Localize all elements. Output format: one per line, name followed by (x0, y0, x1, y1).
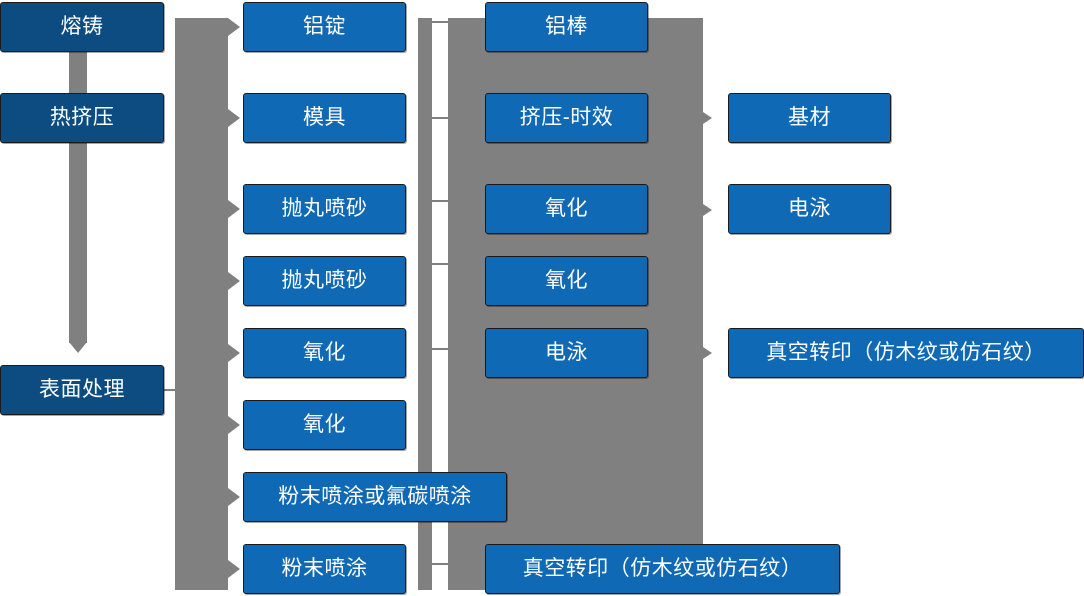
trunk-arrow-to-p7 (228, 488, 240, 506)
node-label: 熔铸 (60, 15, 104, 39)
trunk-arrow-to-p3 (228, 200, 240, 218)
node-shot-blasting-1[interactable]: 抛丸喷砂 (243, 184, 406, 234)
trunk-arrow-to-p2 (228, 109, 240, 127)
node-vacuum-transfer-2[interactable]: 真空转印（仿木纹或仿石纹） (728, 328, 1084, 378)
collector-tick-5 (432, 348, 452, 350)
node-surface-treatment[interactable]: 表面处理 (0, 365, 164, 415)
collector-tick-4 (432, 263, 452, 265)
node-label: 氧化 (545, 269, 588, 293)
block-arrow-to-vacuum-transfer (703, 347, 712, 359)
collector-tick-3 (432, 200, 452, 202)
node-shot-blasting-2[interactable]: 抛丸喷砂 (243, 256, 406, 306)
collector-tick-6 (432, 563, 452, 565)
node-oxidation-2[interactable]: 氧化 (243, 400, 406, 450)
collector-tick-2 (432, 117, 452, 119)
node-electrophoresis-2[interactable]: 电泳 (728, 184, 891, 234)
collector-tick-1 (432, 21, 452, 23)
node-label: 挤压-时效 (519, 106, 614, 130)
node-label: 铝锭 (303, 15, 346, 39)
node-label: 电泳 (545, 341, 588, 365)
block-arrow-to-substrate (703, 112, 712, 124)
surface-treatment-to-trunk-line (164, 389, 188, 391)
node-powder-or-fluorocarbon-coating[interactable]: 粉末喷涂或氟碳喷涂 (243, 472, 507, 522)
node-label: 粉末喷涂 (281, 557, 368, 581)
node-label: 氧化 (303, 413, 346, 437)
node-label: 真空转印（仿木纹或仿石纹） (522, 557, 803, 581)
node-aluminum-ingot[interactable]: 铝锭 (243, 2, 406, 52)
trunk-arrow-to-p1 (228, 18, 240, 36)
node-label: 氧化 (303, 341, 346, 365)
trunk-arrow-to-p5 (228, 344, 240, 362)
node-substrate[interactable]: 基材 (728, 93, 891, 143)
node-extrusion-aging[interactable]: 挤压-时效 (485, 93, 648, 143)
block-arrow-to-electrophoresis (703, 204, 712, 216)
node-aluminum-bar[interactable]: 铝棒 (485, 2, 648, 52)
node-vacuum-transfer-1[interactable]: 真空转印（仿木纹或仿石纹） (485, 544, 840, 594)
node-label: 电泳 (788, 197, 831, 221)
node-oxidation-3[interactable]: 氧化 (485, 184, 648, 234)
trunk-stub-to-surface-treatment (69, 18, 87, 343)
node-hot-extrusion[interactable]: 热挤压 (0, 93, 164, 143)
node-label: 基材 (788, 106, 831, 130)
node-mold[interactable]: 模具 (243, 93, 406, 143)
left-trunk-bar (175, 18, 228, 590)
node-label: 表面处理 (39, 378, 125, 402)
node-label: 热挤压 (49, 106, 115, 130)
node-electrophoresis-1[interactable]: 电泳 (485, 328, 648, 378)
node-label: 氧化 (545, 197, 588, 221)
node-oxidation-1[interactable]: 氧化 (243, 328, 406, 378)
node-label: 真空转印（仿木纹或仿石纹） (766, 341, 1046, 365)
node-label: 铝棒 (545, 15, 588, 39)
trunk-arrow-to-p4 (228, 272, 240, 290)
node-label: 模具 (303, 106, 346, 130)
trunk-arrow-to-p8 (228, 560, 240, 578)
trunk-down-arrow-to-surface-treatment (69, 342, 87, 353)
node-powder-coating[interactable]: 粉末喷涂 (243, 544, 406, 594)
middle-collector-bar (418, 18, 432, 590)
node-oxidation-4[interactable]: 氧化 (485, 256, 648, 306)
node-label: 抛丸喷砂 (281, 269, 368, 293)
trunk-arrow-to-p6 (228, 416, 240, 434)
node-melting-casting[interactable]: 熔铸 (0, 2, 164, 52)
node-label: 粉末喷涂或氟碳喷涂 (278, 485, 472, 509)
node-label: 抛丸喷砂 (281, 197, 368, 221)
